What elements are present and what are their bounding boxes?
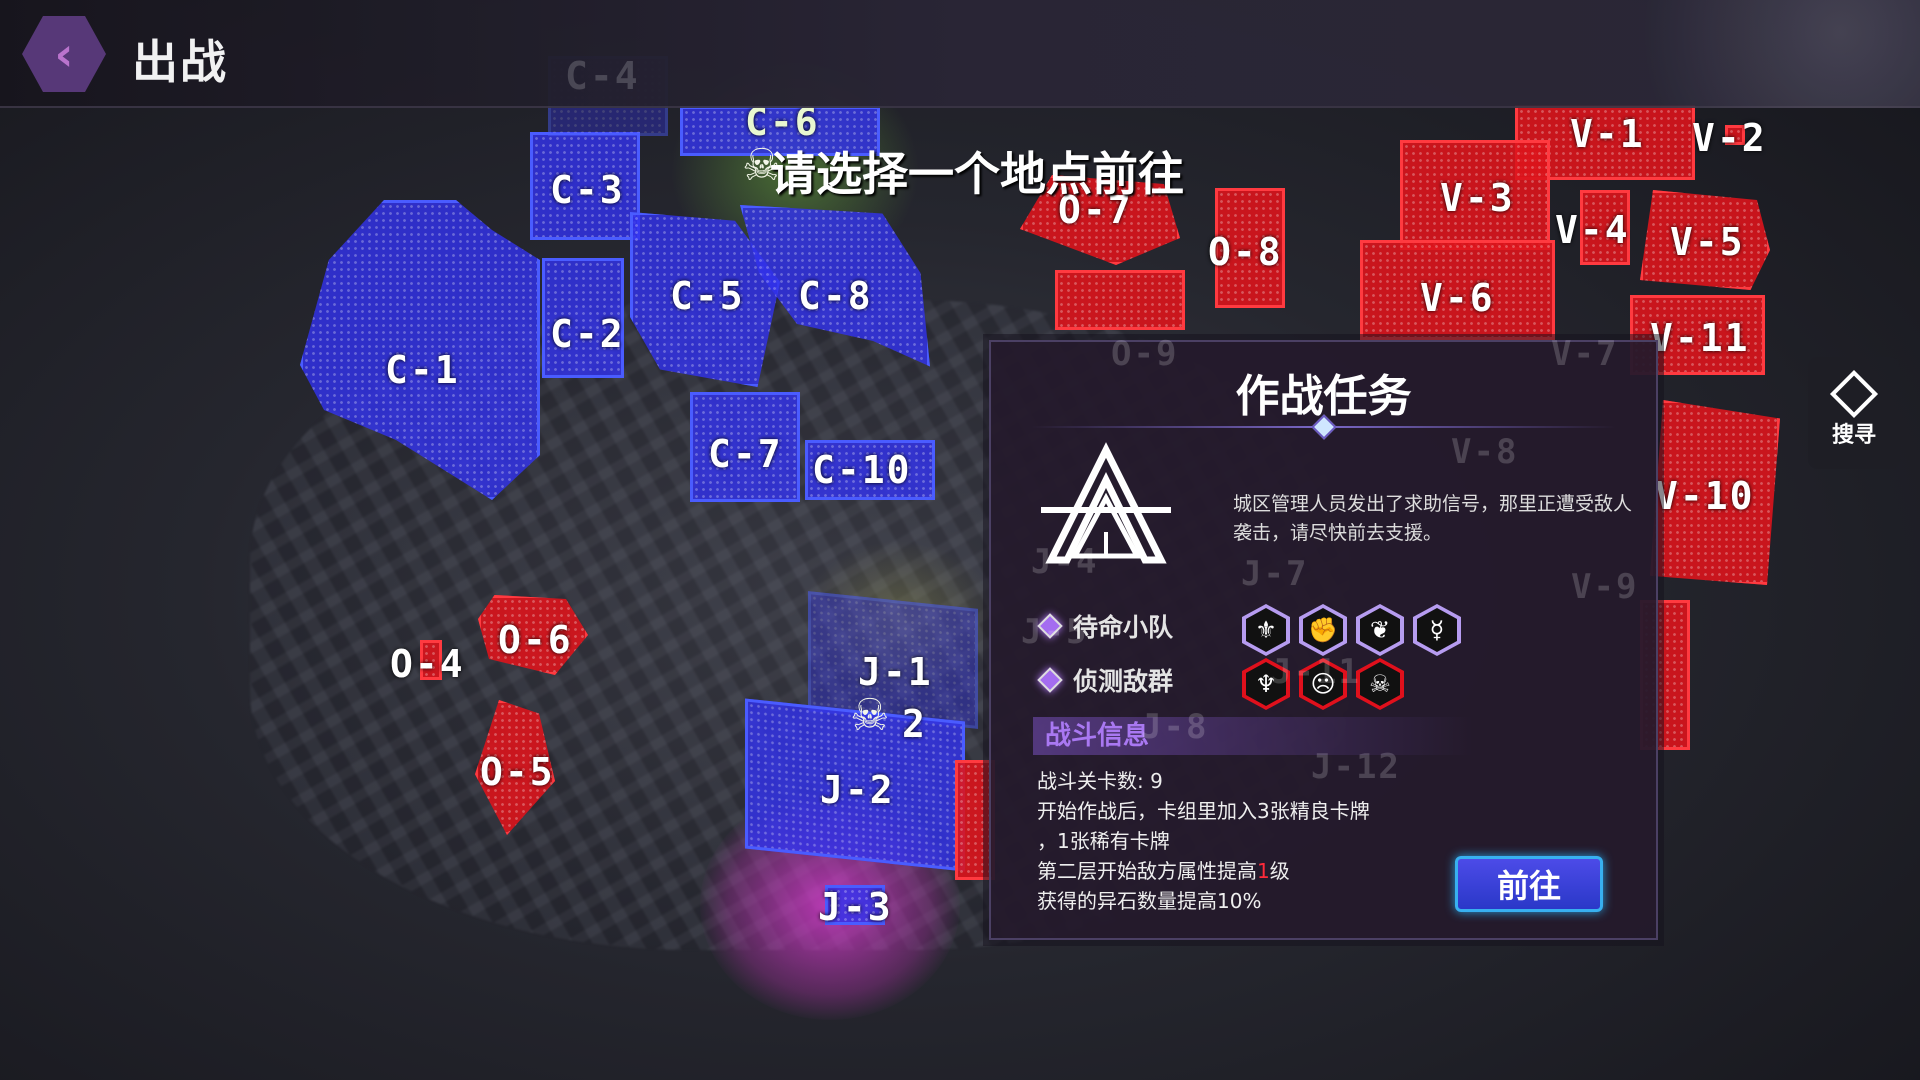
region-o-4[interactable] bbox=[420, 640, 442, 680]
back-button[interactable]: ‹ bbox=[22, 16, 106, 92]
faint-label: O-9 bbox=[1111, 334, 1179, 374]
label-v-11: V-11 bbox=[1650, 316, 1750, 360]
label-c-3: C-3 bbox=[550, 168, 625, 212]
region-c-6[interactable] bbox=[680, 106, 880, 156]
info-line: 开始作战后，卡组里加入3张精良卡牌 bbox=[1037, 799, 1370, 823]
info-line: 战斗关卡数: 9 bbox=[1037, 769, 1163, 793]
faint-label: J-12 bbox=[1311, 747, 1401, 787]
region-v-6[interactable] bbox=[1360, 240, 1555, 340]
squad-fist-icon[interactable]: ✊ bbox=[1299, 604, 1347, 656]
faint-label: V-8 bbox=[1451, 432, 1519, 472]
page-title: 出战 bbox=[132, 35, 228, 89]
standby-squad-row: 待命小队 bbox=[1037, 608, 1174, 644]
label-o-5: O-5 bbox=[480, 750, 555, 794]
faint-label: J-8 bbox=[1141, 707, 1209, 747]
info-text: 级 bbox=[1269, 859, 1290, 883]
label-o-6: O-6 bbox=[498, 618, 573, 662]
diamond-bullet-icon bbox=[1037, 667, 1063, 693]
mission-description: 城区管理人员发出了求助信号，那里正遭受敌人袭击，请尽快前去支援。 bbox=[1233, 493, 1633, 544]
label-v-3: V-3 bbox=[1440, 176, 1515, 220]
search-button[interactable]: 搜寻 bbox=[1808, 357, 1900, 469]
yellow-highlight bbox=[800, 540, 1000, 700]
faint-label: J-11 bbox=[1271, 652, 1361, 692]
info-line: 获得的异石数量提高10% bbox=[1037, 889, 1262, 913]
mission-title: 作战任务 bbox=[1235, 371, 1412, 422]
enemy-group-label: 侦测敌群 bbox=[1073, 667, 1174, 696]
top-bar: ‹ 出战 bbox=[0, 0, 1920, 108]
faint-label: V-9 bbox=[1571, 567, 1639, 607]
squad-wings-icon[interactable]: ❦ bbox=[1356, 604, 1404, 656]
label-c-5: C-5 bbox=[670, 274, 745, 318]
battle-info: 战斗关卡数: 9 开始作战后，卡组里加入3张精良卡牌 ，1张稀有卡牌 第二层开始… bbox=[1037, 766, 1370, 916]
region-v-3[interactable] bbox=[1400, 140, 1550, 250]
label-c-2: C-2 bbox=[550, 312, 625, 356]
search-label: 搜寻 bbox=[1831, 423, 1876, 448]
enemy-group-row: 侦测敌群 bbox=[1037, 662, 1174, 698]
label-c-4: C-4 bbox=[565, 54, 640, 98]
label-o-8: O-8 bbox=[1208, 230, 1283, 274]
label-v-10: V-10 bbox=[1655, 474, 1755, 518]
faint-label: J-7 bbox=[1241, 554, 1309, 594]
go-button[interactable]: 前往 bbox=[1455, 856, 1603, 912]
faint-label: V-7 bbox=[1551, 334, 1619, 374]
battle-info-header: 战斗信息 bbox=[1033, 717, 1473, 755]
faint-label: J-5 bbox=[1021, 612, 1089, 652]
info-highlight: 1 bbox=[1257, 859, 1270, 883]
label-o-4: O-4 bbox=[390, 642, 465, 686]
info-line: ，1张稀有卡牌 bbox=[1037, 829, 1170, 853]
label-c-1: C-1 bbox=[385, 348, 460, 392]
enemy-skull-icon[interactable]: ☠ bbox=[1356, 658, 1404, 710]
map-prompt: 请选择一个地点前往 bbox=[770, 147, 1184, 201]
label-c-8: C-8 bbox=[798, 274, 873, 318]
enemy-face-icon[interactable]: ☹ bbox=[1299, 658, 1347, 710]
chevron-left-icon: ‹ bbox=[54, 27, 74, 81]
mission-emblem-icon bbox=[1041, 442, 1171, 564]
label-v-2: V-2 bbox=[1692, 116, 1767, 160]
label-v-6: V-6 bbox=[1420, 276, 1495, 320]
info-line: 第二层开始敌方属性提高1级 bbox=[1037, 856, 1370, 886]
label-c-10: C-10 bbox=[812, 448, 912, 492]
enemy-eagle-icon[interactable]: ♆ bbox=[1242, 658, 1290, 710]
label-o-7: O-7 bbox=[1058, 188, 1133, 232]
squad-demon-icon[interactable]: ☿ bbox=[1413, 604, 1461, 656]
region-c-10[interactable] bbox=[805, 440, 935, 500]
label-j-1: J-1 bbox=[858, 650, 933, 694]
label-v-5: V-5 bbox=[1670, 220, 1745, 264]
label-v-4: V-4 bbox=[1555, 208, 1630, 252]
label-j-3: J-3 bbox=[818, 885, 893, 929]
mission-panel: O-9 V-7 V-8 V-9 J-4 J-5 J-7 J-8 J-11 J-1… bbox=[989, 334, 1658, 940]
region-v-2[interactable] bbox=[1725, 125, 1745, 145]
region-o-8[interactable] bbox=[1215, 188, 1285, 308]
region-v-11[interactable] bbox=[1630, 295, 1765, 375]
label-2: 2 bbox=[902, 702, 927, 746]
network-decoration bbox=[1520, 0, 1920, 108]
info-text: 第二层开始敌方属性提高 bbox=[1037, 859, 1257, 883]
faint-label: J-4 bbox=[1031, 542, 1099, 582]
standby-squad-label: 待命小队 bbox=[1073, 613, 1174, 642]
region-v-4[interactable] bbox=[1580, 190, 1630, 265]
region-j-edge[interactable] bbox=[955, 760, 995, 880]
region-o-9[interactable] bbox=[1055, 270, 1185, 330]
region-v-10[interactable] bbox=[1650, 400, 1780, 585]
label-c-7: C-7 bbox=[708, 432, 783, 476]
region-c-7[interactable] bbox=[690, 392, 800, 502]
squad-emblem-icon[interactable]: ⚜ bbox=[1242, 604, 1290, 656]
label-v-1: V-1 bbox=[1570, 112, 1645, 156]
region-c-2[interactable] bbox=[542, 258, 624, 378]
skull-icon: ☠ bbox=[742, 140, 782, 191]
label-j-2: J-2 bbox=[820, 768, 895, 812]
skull-icon: ☠ bbox=[850, 690, 890, 741]
region-c-3[interactable] bbox=[530, 132, 640, 240]
region-j-3[interactable] bbox=[825, 885, 885, 925]
search-diamond-icon bbox=[1829, 369, 1879, 419]
